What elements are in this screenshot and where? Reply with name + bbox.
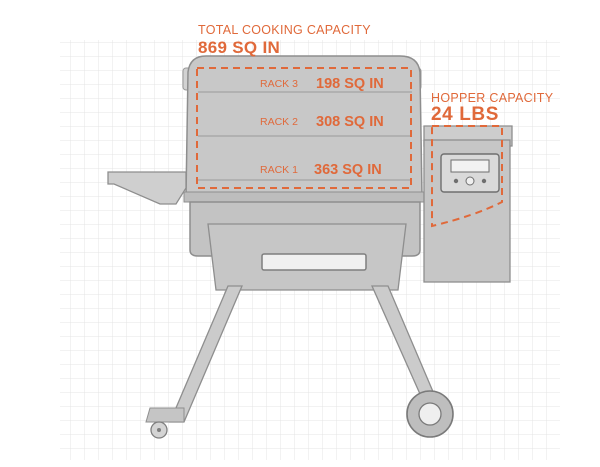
rack-3-value: 198 SQ IN bbox=[316, 76, 384, 92]
leg-crossbar bbox=[145, 407, 185, 423]
rack-2-value: 308 SQ IN bbox=[316, 114, 384, 130]
controller-knob-icon bbox=[465, 176, 475, 186]
rack-2-name: RACK 2 bbox=[260, 116, 298, 128]
total-capacity-value: 869 SQ IN bbox=[198, 38, 281, 57]
controller-button-icon bbox=[481, 178, 487, 184]
side-shelf bbox=[107, 171, 187, 205]
grease-tray-slot bbox=[261, 253, 367, 271]
total-capacity-title: TOTAL COOKING CAPACITY bbox=[198, 23, 371, 37]
rack-1-value: 363 SQ IN bbox=[314, 162, 382, 178]
hopper-capacity-value: 24 LBS bbox=[431, 104, 500, 125]
controller-button-icon bbox=[453, 178, 459, 184]
hopper-capacity-title: HOPPER CAPACITY bbox=[431, 91, 554, 105]
controller-display bbox=[450, 159, 490, 173]
rack-1-name: RACK 1 bbox=[260, 164, 298, 176]
grill-lid bbox=[185, 55, 423, 197]
rack-3-name: RACK 3 bbox=[260, 78, 298, 90]
hopper-area-outline bbox=[431, 125, 503, 228]
lid-bottom-lip bbox=[183, 191, 425, 203]
